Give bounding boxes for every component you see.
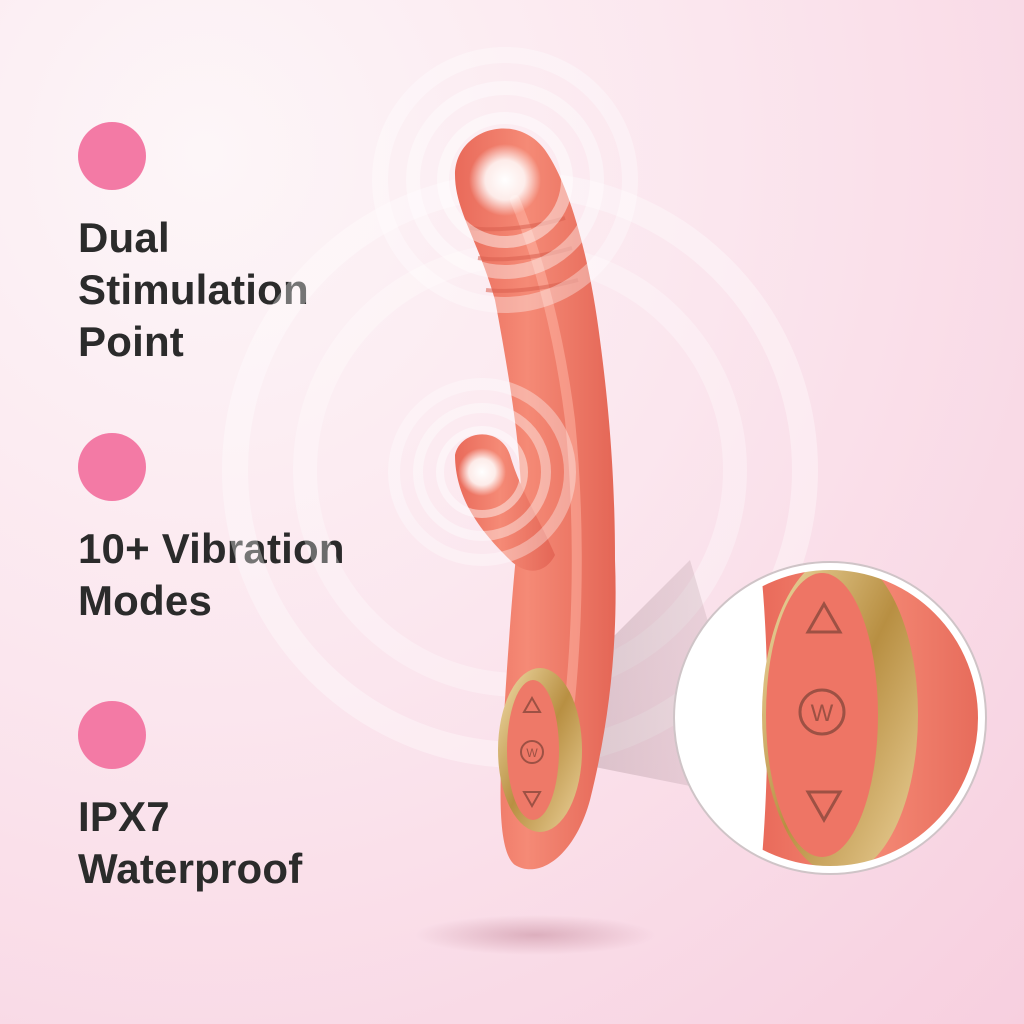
zoom-detail-circle: W xyxy=(673,561,987,875)
feature-label: 10+ Vibration Modes xyxy=(78,523,345,627)
feature-waterproof: IPX7 Waterproof xyxy=(78,701,302,895)
feature-bullet-dot xyxy=(78,701,146,769)
tip-vibration-glow xyxy=(372,47,638,313)
tip-ridges xyxy=(469,216,579,293)
zoom-triangle-down-icon xyxy=(805,790,843,824)
power-w-icon xyxy=(520,740,544,764)
feature-dual-stimulation: Dual Stimulation Point xyxy=(78,122,309,368)
feature-label-line: Modes xyxy=(78,577,213,624)
floor-shadow xyxy=(415,915,655,955)
arm-vibration-glow xyxy=(388,378,576,566)
feature-label: IPX7 Waterproof xyxy=(78,791,302,895)
feature-label-line: Stimulation xyxy=(78,266,309,313)
feature-vibration-modes: 10+ Vibration Modes xyxy=(78,433,345,627)
body-highlight xyxy=(510,195,582,705)
control-panel: W xyxy=(498,668,582,832)
power-w-glyph: W xyxy=(526,746,538,760)
feature-label-line: Waterproof xyxy=(78,845,303,892)
triangle-up-icon xyxy=(522,695,542,713)
feature-label-line: Dual xyxy=(78,214,170,261)
feature-label: Dual Stimulation Point xyxy=(78,212,309,368)
triangle-down-icon xyxy=(522,791,542,809)
feature-label-line: Point xyxy=(78,318,184,365)
zoom-power-w-glyph: W xyxy=(811,700,834,727)
feature-label-line: IPX7 xyxy=(78,793,170,840)
zoom-triangle-up-icon xyxy=(805,600,843,634)
zoom-power-w-icon xyxy=(798,688,846,736)
feature-label-line: 10+ Vibration xyxy=(78,525,345,572)
feature-bullet-dot xyxy=(78,122,146,190)
feature-bullet-dot xyxy=(78,433,146,501)
